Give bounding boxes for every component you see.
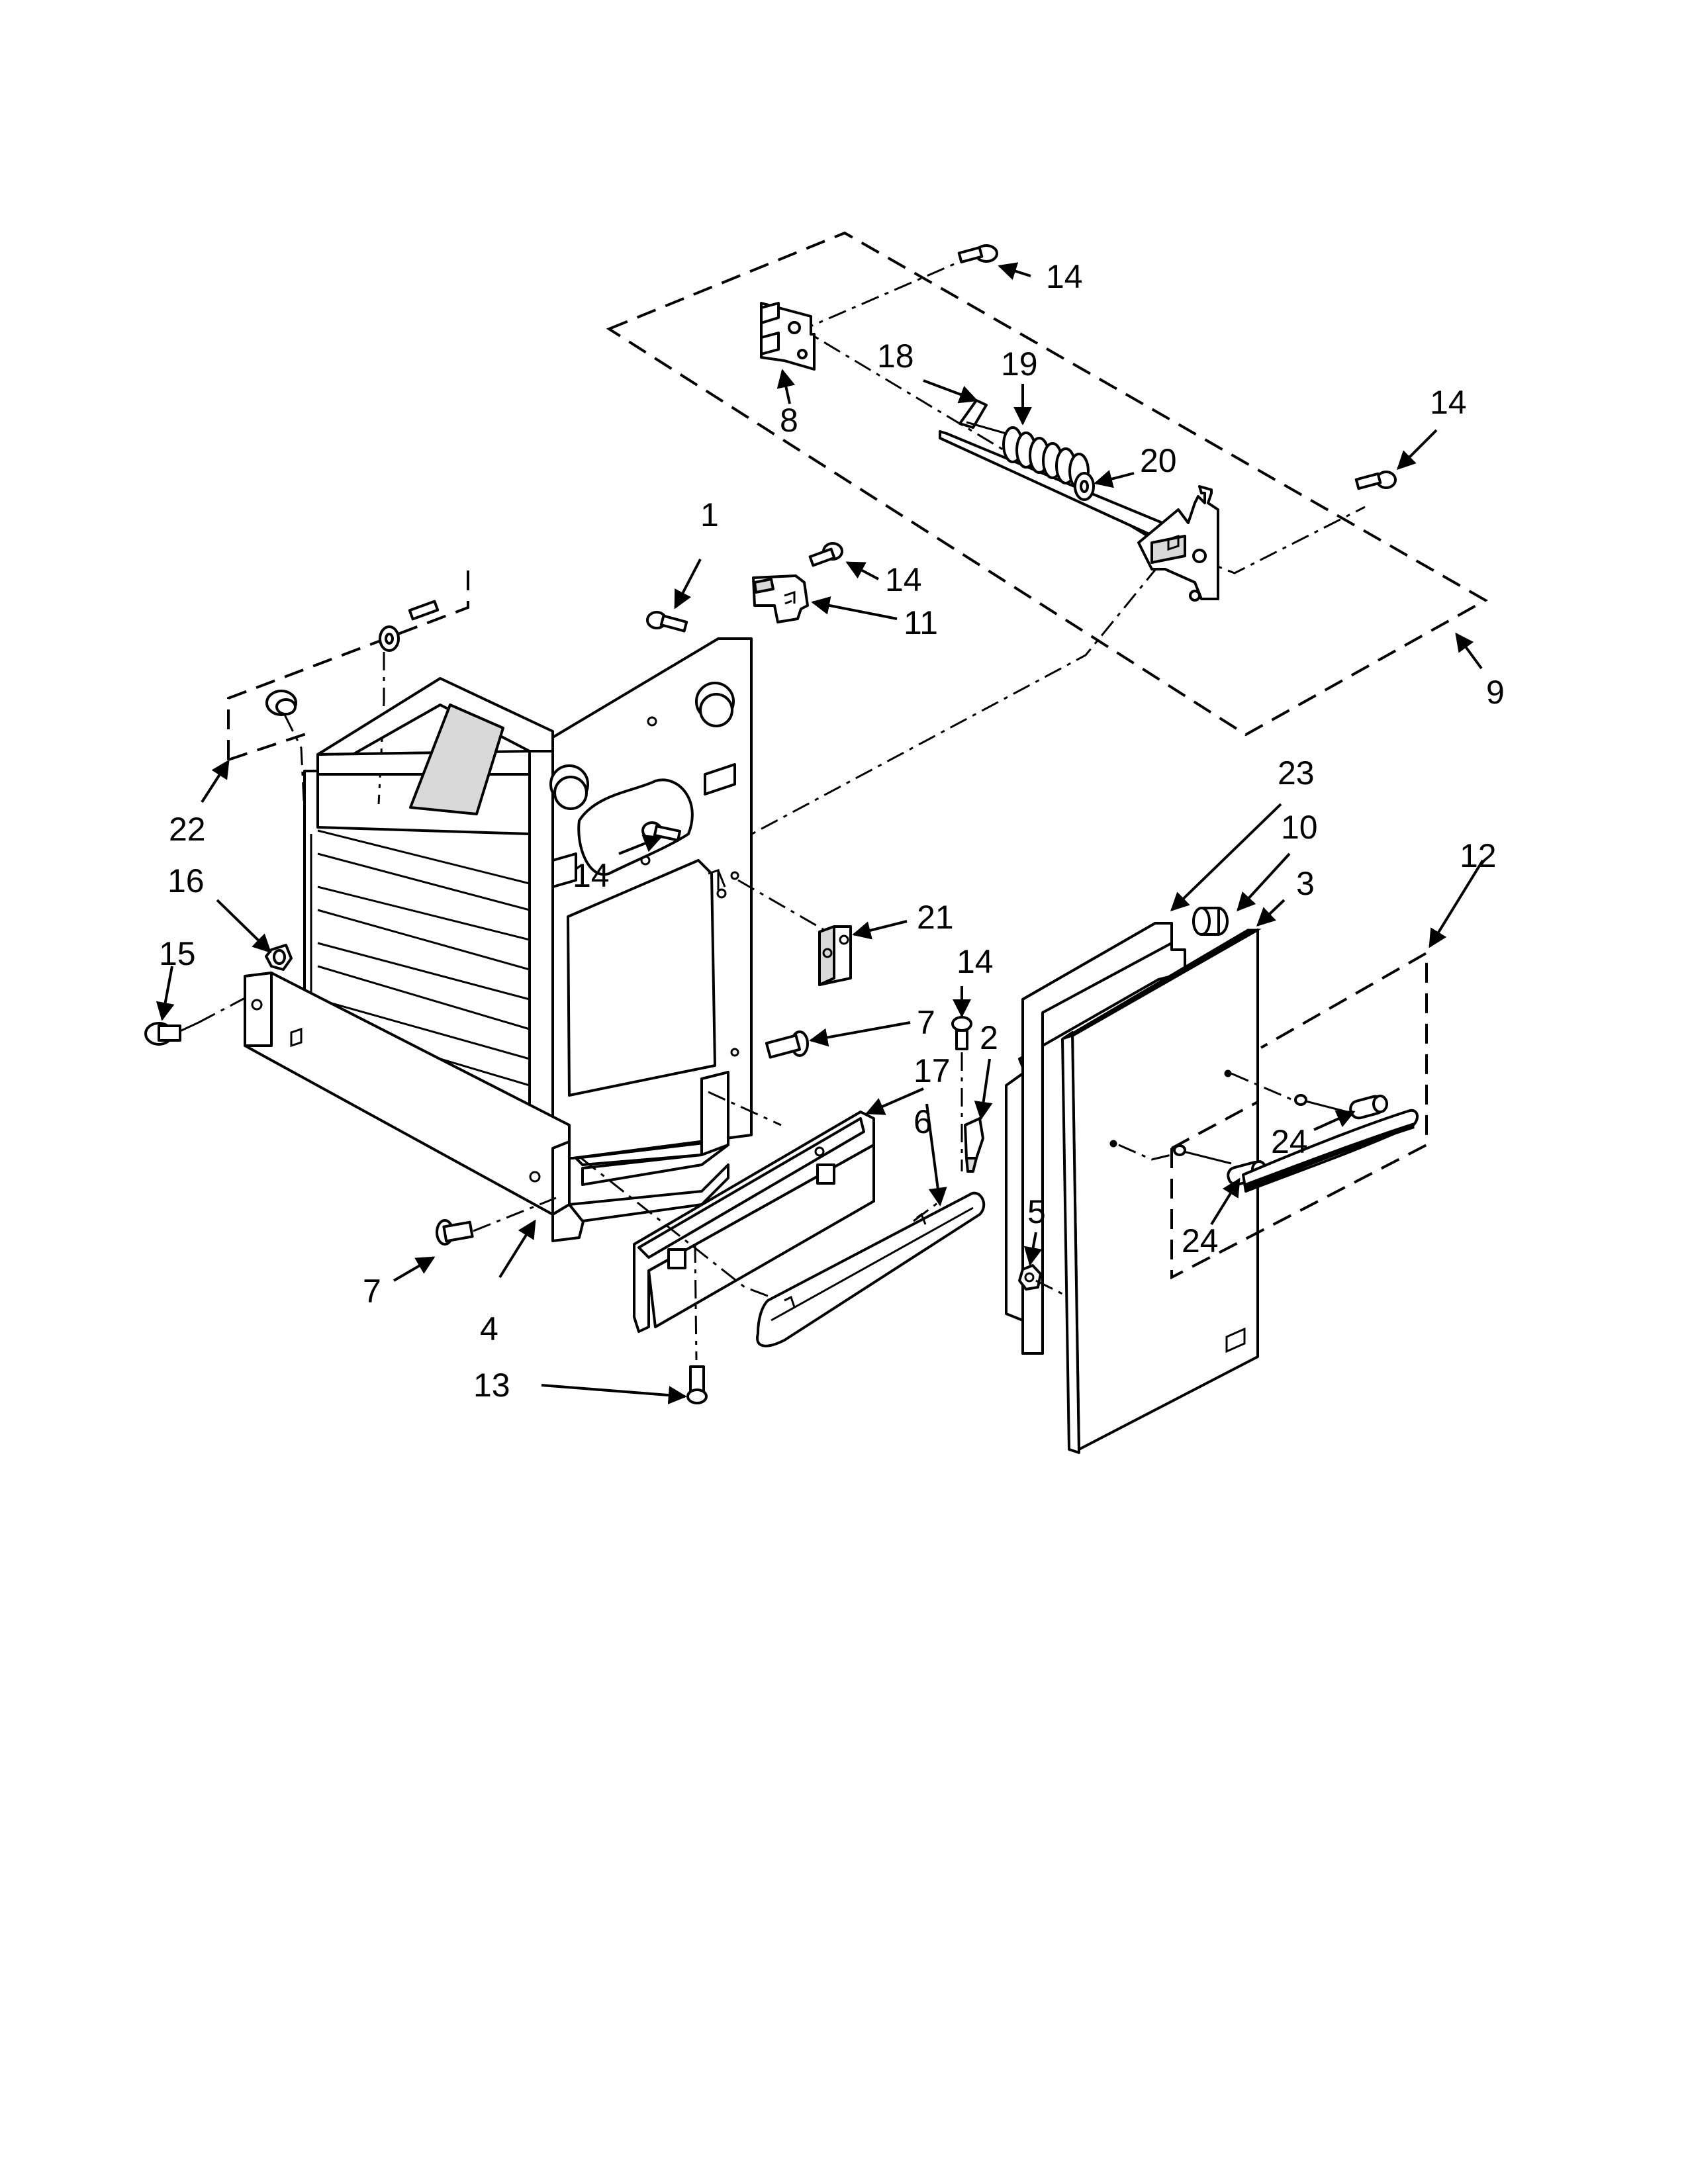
callout-17: 17 — [914, 1052, 951, 1089]
callout-21: 21 — [917, 899, 954, 936]
callout-7: 7 — [363, 1273, 381, 1310]
part-5-nut — [1018, 1264, 1042, 1291]
centerline — [800, 253, 1366, 574]
callout-8: 8 — [780, 402, 798, 439]
part-14-screw — [951, 1016, 972, 1050]
part-19-spring — [939, 426, 1180, 543]
callout-18: 18 — [877, 338, 914, 375]
part-21-strike — [818, 925, 852, 986]
centerline — [473, 1197, 557, 1232]
handle-bar — [1242, 1109, 1419, 1193]
part-24-screw — [1173, 1144, 1232, 1165]
centerline — [1231, 1072, 1298, 1103]
part-10-roller — [1192, 907, 1229, 936]
part-18-pin — [959, 399, 1007, 435]
part-7-screw — [436, 1219, 474, 1246]
centerline — [1118, 1144, 1186, 1161]
callout-19: 19 — [1001, 345, 1038, 383]
part-2-clip — [964, 1117, 984, 1173]
part-1-screw — [646, 611, 688, 633]
part-23-liner — [1005, 922, 1186, 1355]
centerline — [283, 714, 306, 815]
leaders — [156, 262, 1484, 1404]
cabinet-body — [244, 637, 753, 1242]
centerline — [1035, 1279, 1070, 1298]
callout-22: 22 — [169, 811, 206, 848]
callout-12: 12 — [1460, 837, 1497, 874]
assembly-9-boundary — [606, 231, 1489, 737]
part-8-hinge-bracket — [760, 302, 816, 371]
callout-4: 4 — [480, 1310, 498, 1347]
callout-14: 14 — [1430, 384, 1467, 421]
callout-5: 5 — [1027, 1193, 1046, 1230]
callout-14: 14 — [1046, 258, 1083, 295]
part-17-kickplate — [633, 1111, 875, 1333]
part-16-nut — [265, 944, 293, 971]
part-13-screw — [686, 1365, 708, 1404]
part-14-screw — [641, 821, 682, 842]
part-22-screw — [379, 600, 440, 652]
centerline — [737, 879, 828, 933]
callout-13: 13 — [473, 1367, 510, 1404]
callout-15: 15 — [159, 935, 196, 972]
callout-9: 9 — [1486, 674, 1505, 711]
callout-1: 1 — [700, 496, 719, 533]
part-14-screw — [1354, 471, 1397, 490]
part-14-screw — [808, 542, 843, 567]
part-20-washer — [1074, 472, 1095, 501]
callout-14: 14 — [573, 857, 610, 894]
centerline — [708, 1091, 782, 1126]
part-22-bumper — [265, 690, 297, 716]
callout-2: 2 — [980, 1019, 998, 1056]
callout-14: 14 — [957, 943, 994, 980]
callout-20: 20 — [1140, 442, 1177, 479]
assembly-12-boundary — [1171, 1101, 1258, 1150]
callout-labels: 14 18 19 8 14 20 1 14 11 9 22 23 10 3 12… — [159, 258, 1505, 1404]
callout-14: 14 — [885, 561, 922, 598]
callout-10: 10 — [1281, 809, 1318, 846]
callout-7: 7 — [917, 1004, 935, 1041]
part-15-leveling-foot — [144, 1021, 199, 1046]
callout-23: 23 — [1278, 754, 1315, 792]
centerline — [581, 1157, 772, 1298]
part-7-screw — [765, 1030, 809, 1059]
part-24-standoff — [1349, 1095, 1388, 1120]
callout-16: 16 — [167, 862, 205, 899]
part-14-screw — [957, 244, 998, 263]
latch-bracket — [1137, 485, 1219, 602]
callout-11: 11 — [904, 604, 938, 641]
centerline — [714, 565, 1160, 855]
centerline — [198, 997, 246, 1024]
assembly-12-boundary — [1170, 950, 1428, 1280]
part-6-rail — [756, 1191, 986, 1347]
callout-24: 24 — [1271, 1123, 1308, 1160]
part-3-door — [1061, 929, 1262, 1454]
part-11-bracket — [752, 574, 809, 623]
part-24-screw — [1294, 1094, 1348, 1113]
callout-3: 3 — [1296, 865, 1315, 902]
assembly-22-boundary — [228, 732, 308, 761]
assembly-22-boundary — [227, 565, 469, 760]
callout-24: 24 — [1182, 1222, 1219, 1259]
callout-6: 6 — [914, 1103, 932, 1140]
